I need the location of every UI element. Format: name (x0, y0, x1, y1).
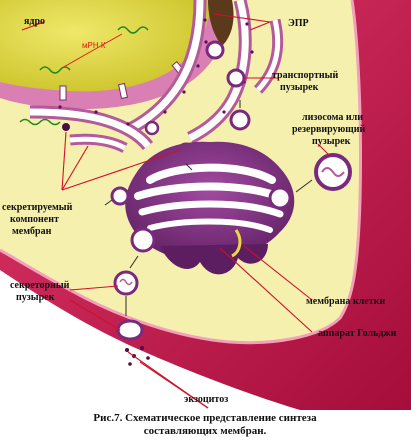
label-secreted-1: секретируемый (2, 202, 73, 213)
label-lysosome-2: резервирующий (292, 124, 365, 135)
golgi-vesicle (110, 186, 130, 206)
rough-er (29, 0, 284, 153)
mrna-strand (39, 66, 71, 74)
label-secretory-1: секреторный (10, 280, 70, 291)
label-transport-vesicle-1: транспортный (272, 70, 338, 81)
label-er: ЭПР (288, 18, 309, 29)
label-exocytosis: экзоцитоз (184, 394, 228, 405)
transport-vesicle (205, 40, 225, 60)
label-lysosome-3: пузырек (312, 136, 351, 147)
label-cell-membrane: мембрана клетки (306, 296, 385, 307)
secreted-component-dot (62, 123, 70, 131)
golgi-vesicle (130, 227, 156, 253)
er-dark-patch (208, 0, 234, 46)
nuclear-pore (118, 82, 128, 100)
nucleus (0, 0, 212, 92)
lysosome-contents (321, 167, 345, 177)
mrna-arrow (61, 51, 91, 69)
transport-vesicle (226, 68, 246, 88)
mrna-strand (19, 118, 61, 126)
golgi-apparatus (125, 141, 295, 275)
secretory-vesicle-contents (119, 278, 133, 286)
label-golgi: аппарат Гольджи (318, 328, 397, 339)
label-mrna: мРН К (82, 41, 106, 50)
transport-arrows (104, 100, 313, 316)
label-secreted-3: мембран (12, 226, 52, 237)
label-transport-vesicle-2: пузырек (280, 82, 319, 93)
mrna-strand (117, 26, 149, 34)
label-lysosome-1: лизосома или (302, 112, 363, 123)
label-secreted-2: компонент (10, 214, 59, 225)
exocytosis-pocket (116, 319, 144, 341)
nuclear-pore (59, 85, 67, 101)
label-leader-lines (21, 13, 331, 409)
golgi-vesicle (268, 186, 292, 210)
label-nucleus: ядро (24, 16, 45, 27)
figure-caption-line-1: Рис.7. Схематическое представление синте… (93, 412, 317, 424)
transport-vesicle (144, 120, 160, 136)
mrna-arrow (89, 33, 123, 53)
label-secretory-2: пузырек (16, 292, 55, 303)
figure-caption-line-2: составляющих мембран. (144, 425, 267, 437)
transport-vesicle (229, 109, 251, 131)
